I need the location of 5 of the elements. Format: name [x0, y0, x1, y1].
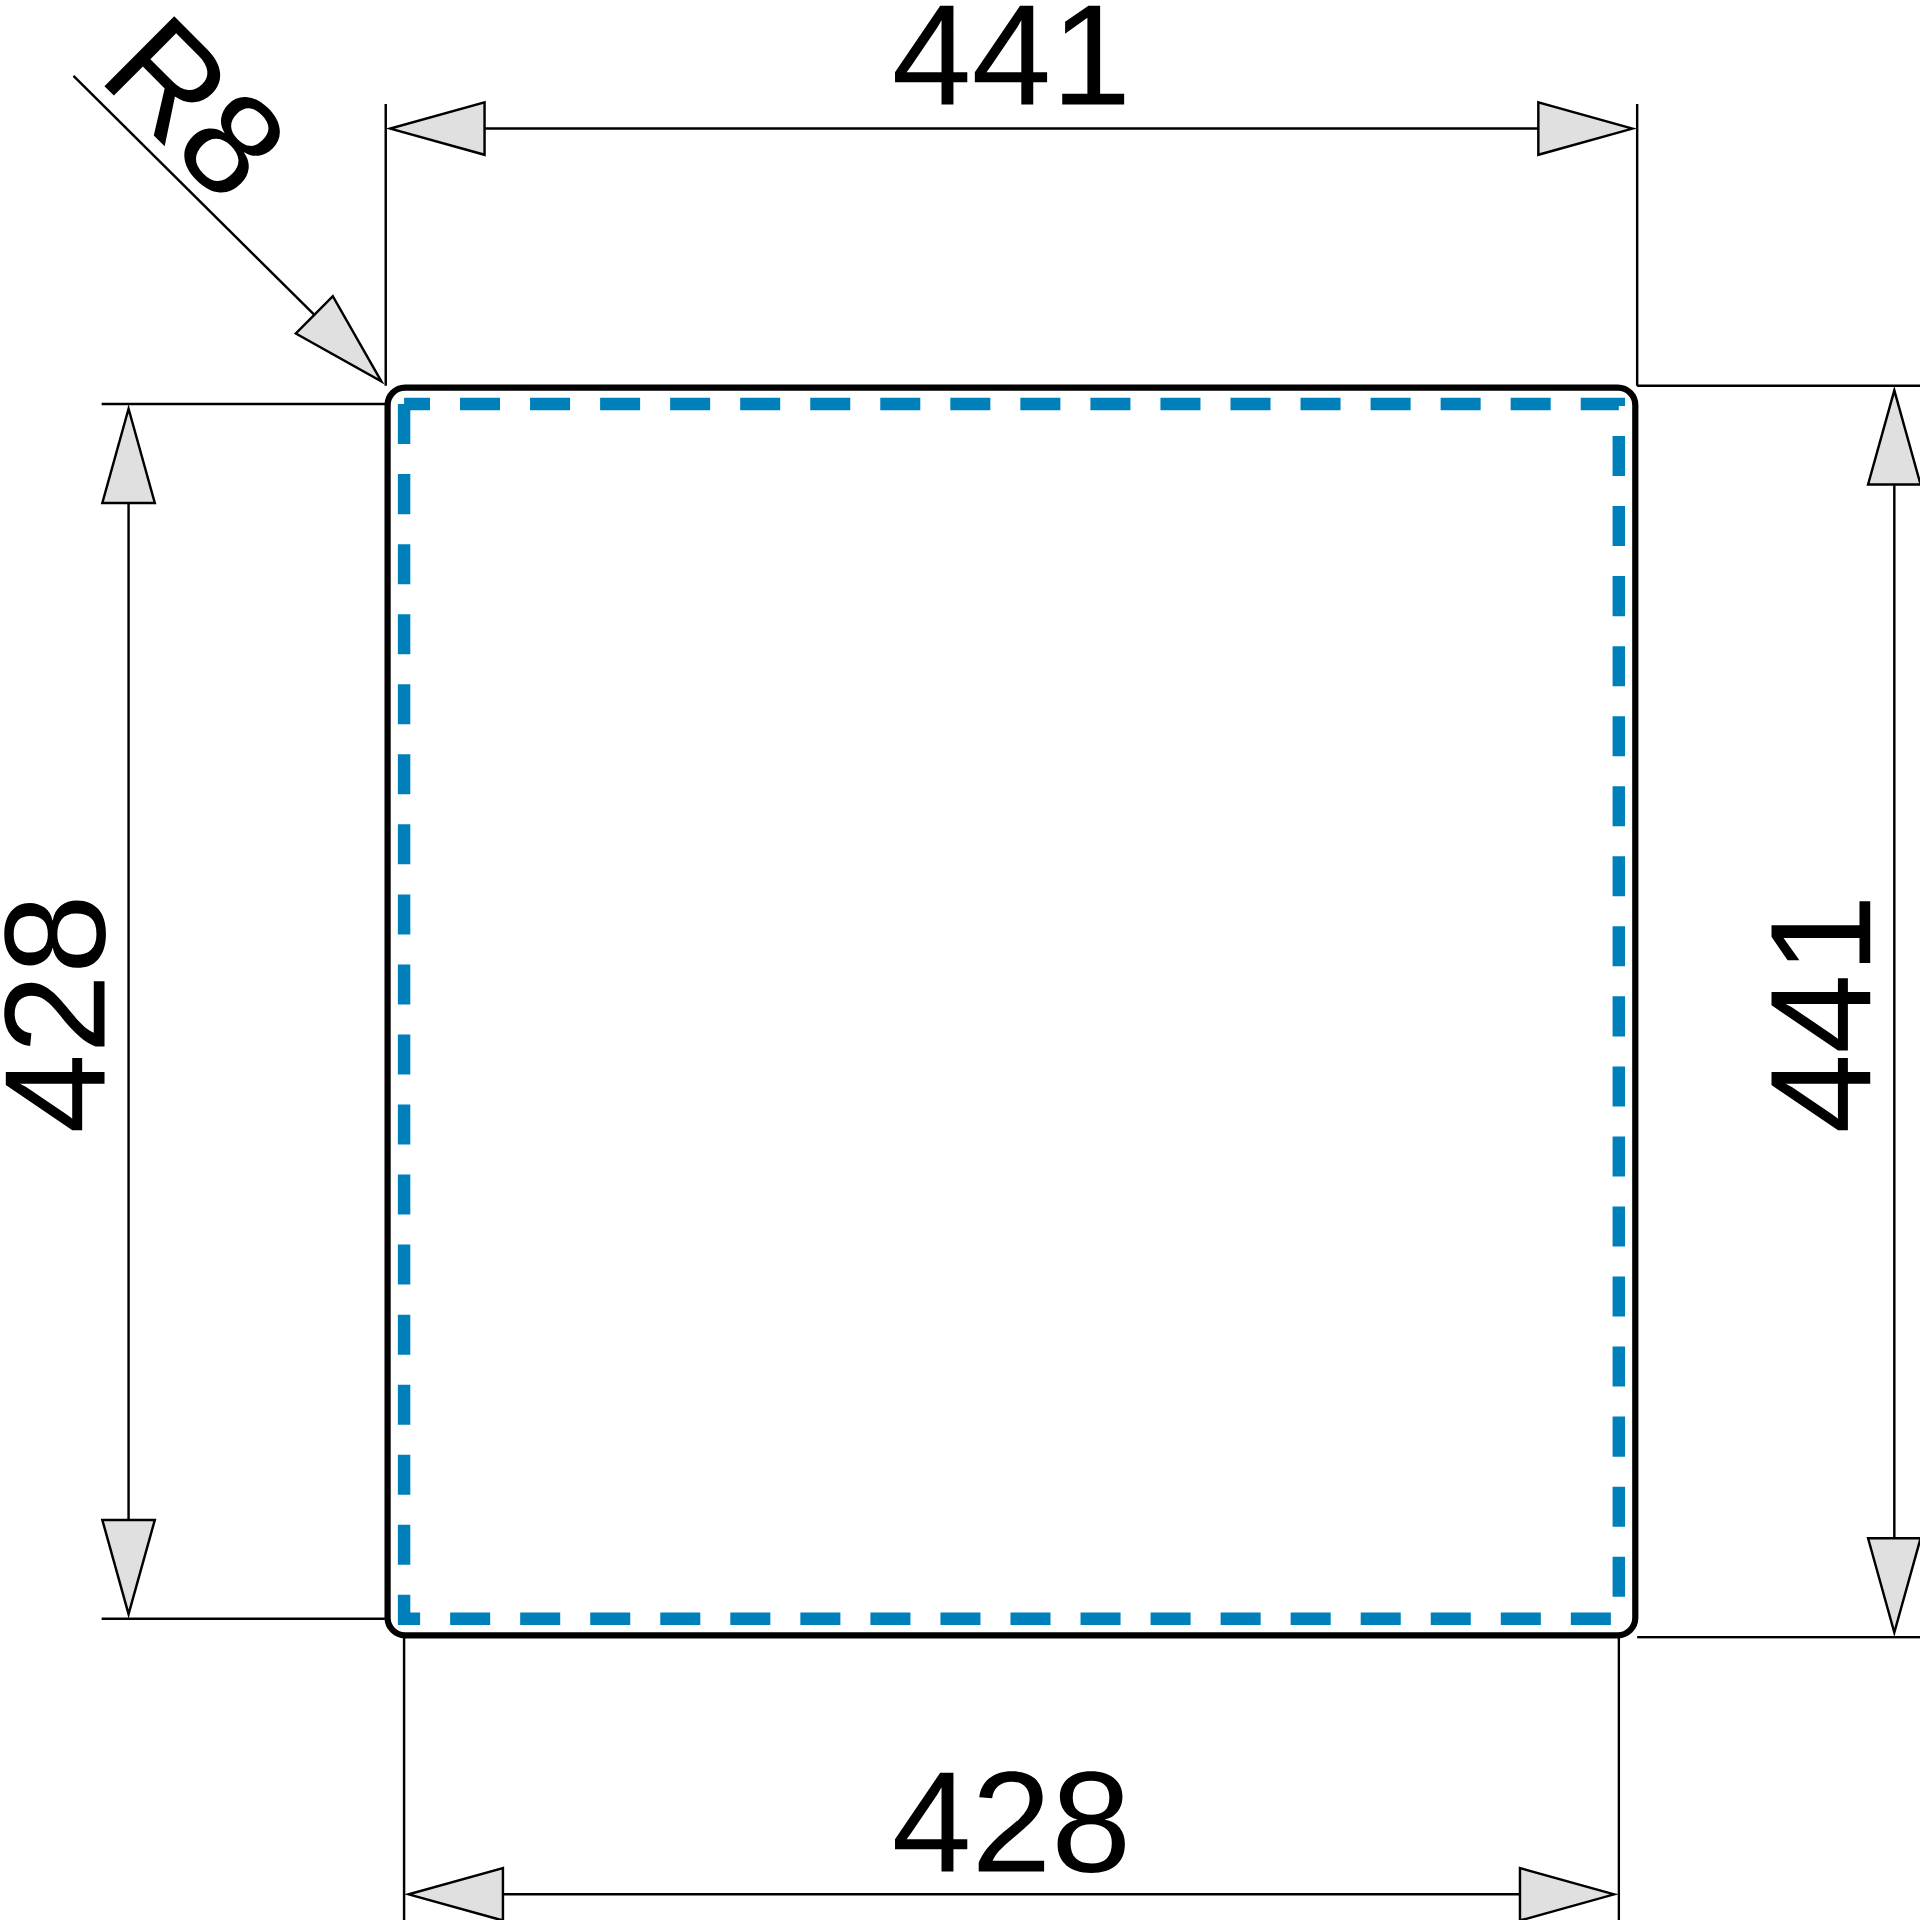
dimension-text: 441 — [895, 5, 1125, 105]
dimension-text: 428 — [895, 1771, 1125, 1873]
dimension-text: 428 — [4, 900, 106, 1131]
radius-text: R8 — [104, 16, 280, 193]
dimension-text: 441 — [1771, 901, 1871, 1131]
